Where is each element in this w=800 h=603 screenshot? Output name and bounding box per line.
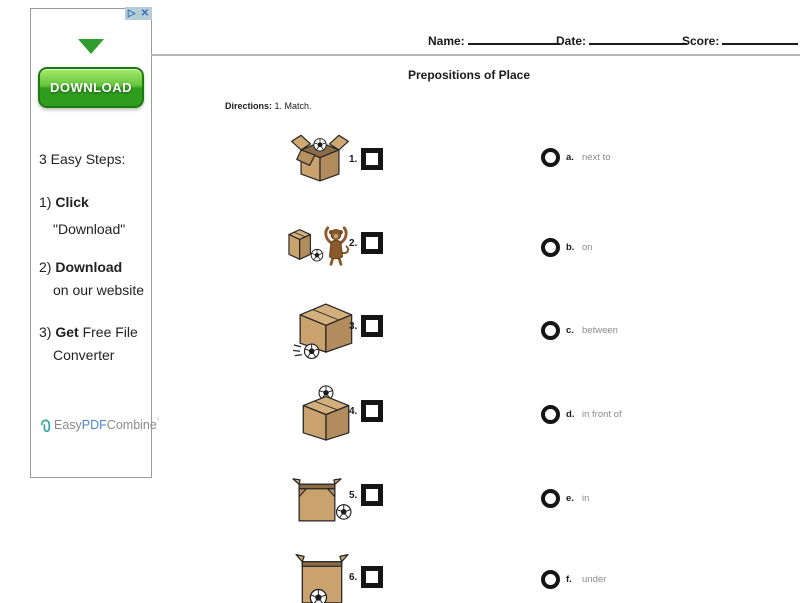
answer-circle-e[interactable] bbox=[541, 489, 560, 508]
match-item-6: 6. bbox=[349, 566, 384, 588]
ad-step-2-line2: on our website bbox=[53, 282, 145, 298]
item-number: 1. bbox=[349, 153, 358, 165]
name-field-group: Name: bbox=[428, 33, 560, 48]
answer-circle-f[interactable] bbox=[541, 570, 560, 589]
match-item-2: 2. bbox=[349, 232, 384, 254]
answer-letter: d. bbox=[566, 409, 575, 420]
answer-letter: a. bbox=[566, 152, 574, 163]
illustration-ball-next-to-box bbox=[292, 478, 352, 522]
paperclip-icon bbox=[40, 419, 51, 433]
answer-option-b: b. on bbox=[541, 238, 593, 257]
match-item-3: 3. bbox=[349, 315, 384, 337]
answer-label: between bbox=[582, 325, 618, 336]
answer-label: in front of bbox=[582, 409, 622, 420]
down-arrow-icon bbox=[78, 39, 104, 54]
answer-letter: e. bbox=[566, 493, 574, 504]
answer-option-c: c. between bbox=[541, 321, 618, 340]
match-item-1: 1. bbox=[349, 148, 384, 170]
answer-option-e: e. in bbox=[541, 489, 589, 508]
answer-checkbox-2[interactable] bbox=[361, 232, 384, 254]
answer-circle-b[interactable] bbox=[541, 238, 560, 257]
illustration-ball-on-box bbox=[302, 385, 350, 441]
ad-close-icon[interactable]: ✕ bbox=[140, 7, 149, 19]
ad-panel: ▷ ✕ DOWNLOAD 3 Easy Steps: 1) Click "Dow… bbox=[30, 7, 159, 478]
name-label: Name: bbox=[428, 34, 465, 48]
answer-letter: c. bbox=[566, 325, 574, 336]
score-field-group: Score: bbox=[682, 33, 799, 48]
answer-label: under bbox=[582, 574, 607, 585]
answer-option-f: f. under bbox=[541, 570, 606, 589]
date-field-group: Date: bbox=[556, 33, 688, 48]
date-blank-line bbox=[589, 33, 688, 45]
illustration-ball-in-front-of-box bbox=[295, 553, 349, 603]
answer-checkbox-6[interactable] bbox=[361, 566, 384, 588]
ad-step-2: 2) Download bbox=[39, 259, 123, 275]
download-button[interactable]: DOWNLOAD bbox=[38, 67, 144, 108]
logo-text-combine: Combine bbox=[106, 418, 157, 432]
answer-checkbox-1[interactable] bbox=[361, 148, 384, 170]
ad-steps-title: 3 Easy Steps: bbox=[39, 151, 126, 167]
item-number: 2. bbox=[349, 237, 358, 249]
ad-step-1: 1) Click bbox=[39, 194, 89, 210]
answer-checkbox-3[interactable] bbox=[361, 315, 384, 337]
item-number: 5. bbox=[349, 489, 358, 501]
illustration-ball-in-open-box bbox=[290, 134, 350, 182]
score-blank-line bbox=[722, 33, 799, 45]
answer-option-d: d. in front of bbox=[541, 405, 622, 424]
name-blank-line bbox=[467, 33, 560, 45]
item-number: 3. bbox=[349, 320, 358, 332]
directions: Directions: 1. Match. bbox=[225, 101, 312, 111]
answer-circle-d[interactable] bbox=[541, 405, 560, 424]
match-item-5: 5. bbox=[349, 484, 384, 506]
answer-label: in bbox=[582, 493, 590, 504]
ad-step-1-line2: "Download" bbox=[53, 221, 126, 237]
answer-checkbox-4[interactable] bbox=[361, 400, 384, 422]
answer-label: on bbox=[582, 242, 593, 253]
answer-circle-c[interactable] bbox=[541, 321, 560, 340]
ad-controls: ▷ ✕ bbox=[124, 7, 152, 20]
answer-circle-a[interactable] bbox=[541, 148, 560, 167]
answer-label: next to bbox=[582, 152, 611, 163]
page-title: Prepositions of Place bbox=[408, 68, 531, 82]
answer-option-a: a. next to bbox=[541, 148, 611, 167]
score-label: Score: bbox=[682, 34, 720, 48]
illustration-ball-under-box bbox=[293, 303, 353, 359]
logo-text-easy: Easy bbox=[54, 418, 82, 432]
ad-step-3-line2: Converter bbox=[53, 347, 115, 363]
logo-trademark: ’ bbox=[156, 416, 159, 426]
adchoices-icon[interactable]: ▷ bbox=[127, 7, 136, 19]
item-number: 6. bbox=[349, 571, 358, 583]
item-number: 4. bbox=[349, 405, 358, 417]
illustration-ball-between-box-and-monkey bbox=[288, 226, 350, 266]
answer-letter: b. bbox=[566, 242, 575, 253]
date-label: Date: bbox=[556, 34, 587, 48]
match-item-4: 4. bbox=[349, 400, 384, 422]
answer-checkbox-5[interactable] bbox=[361, 484, 384, 506]
answer-letter: f. bbox=[566, 574, 572, 585]
ad-step-3: 3) Get Free File bbox=[39, 324, 138, 340]
header-divider bbox=[151, 54, 800, 56]
logo-text-pdf: PDF bbox=[81, 418, 107, 432]
